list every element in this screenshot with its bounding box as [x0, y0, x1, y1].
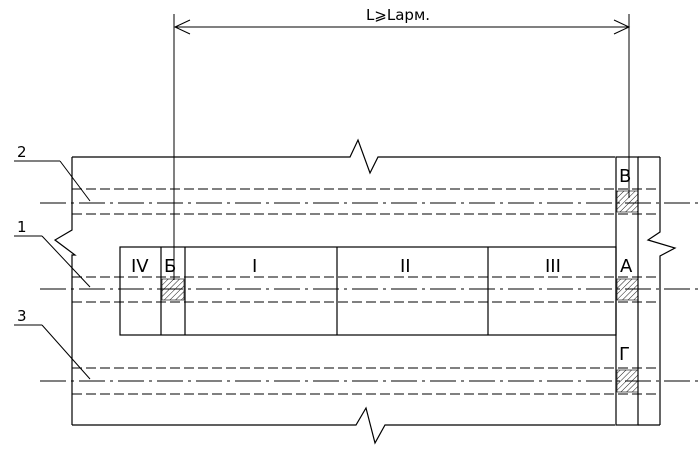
zone-label-g: Г — [619, 344, 630, 365]
dimension-label: L⩾Lарм. — [366, 6, 430, 24]
dimension-line: L⩾Lарм. — [174, 6, 629, 280]
pipe-2 — [40, 189, 699, 214]
hatched-sleeve-a — [617, 279, 638, 300]
pipe-body — [55, 140, 675, 443]
zone-label-iv: IV — [131, 256, 149, 277]
zone-label-ii: II — [400, 256, 411, 277]
hatched-sleeve-v — [617, 191, 638, 212]
zone-label-a: А — [620, 256, 633, 277]
pipe-1 — [40, 277, 699, 302]
pipe-3 — [40, 368, 699, 394]
zone-label-b: Б — [164, 256, 176, 277]
leader-label-2: 2 — [17, 143, 27, 161]
hatched-sleeve-b — [162, 279, 184, 300]
leader-2: 2 — [14, 143, 90, 201]
leader-label-1: 1 — [17, 218, 27, 236]
zone-label-iii: III — [545, 256, 561, 277]
leader-label-3: 3 — [17, 307, 27, 325]
zone-grid — [120, 247, 616, 335]
zone-label-i: I — [252, 256, 257, 277]
zone-label-v: В — [619, 166, 631, 187]
hatched-sleeve-g — [617, 370, 638, 392]
